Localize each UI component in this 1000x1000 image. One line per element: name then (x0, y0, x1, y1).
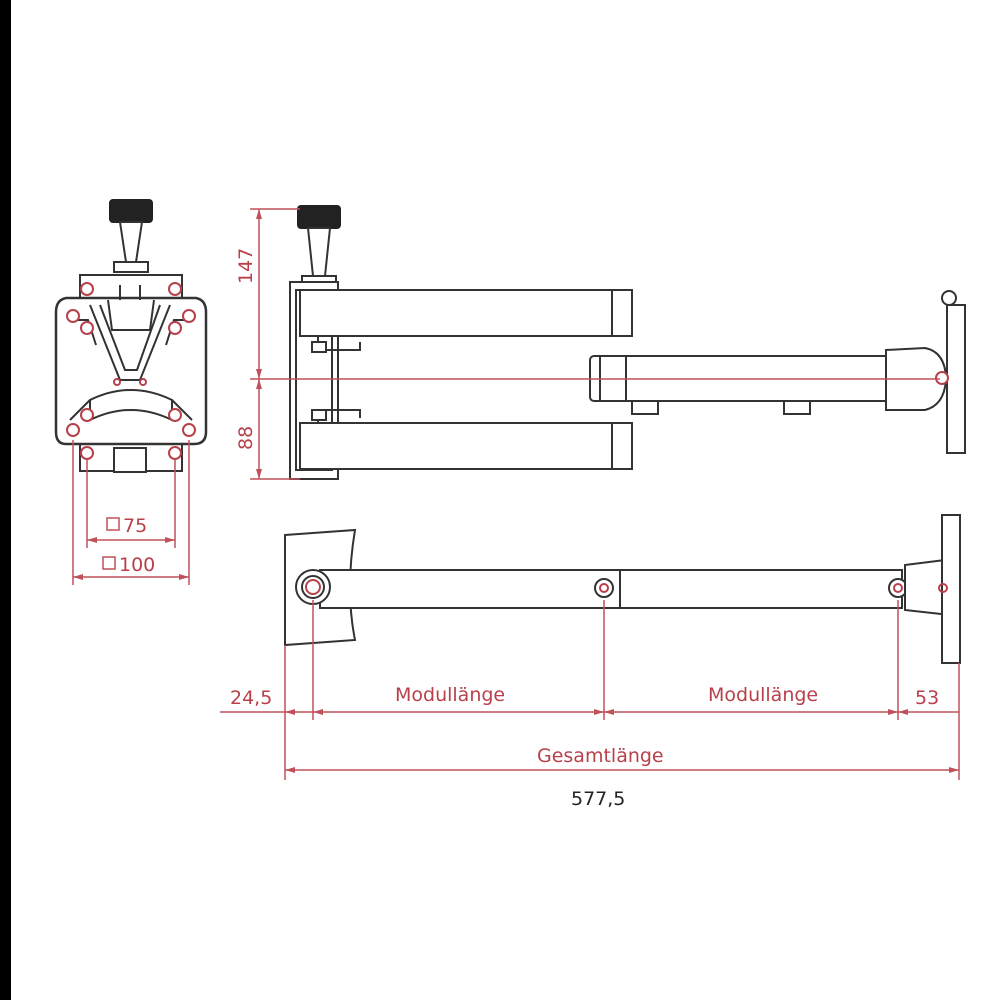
module-length-label-2: Modullänge (708, 684, 818, 706)
height-bottom-label: 88 (235, 426, 257, 450)
arm-segment-2 (619, 569, 903, 609)
module-length-label-1: Modullänge (395, 684, 505, 706)
hole-icon (168, 321, 182, 335)
total-length-value: 577,5 (571, 788, 625, 810)
hole-icon (80, 321, 94, 335)
lower-arm (299, 422, 613, 470)
arm-segment-1 (319, 569, 621, 609)
offset-left-label: 24,5 (230, 687, 272, 709)
vesa-large-label: 100 (119, 554, 155, 576)
front-view (54, 199, 208, 473)
top-view-holes (305, 579, 948, 595)
top-view (284, 514, 961, 664)
vesa-small-label: 75 (123, 515, 147, 537)
side-view (289, 205, 966, 480)
total-length-label: Gesamtlänge (537, 745, 664, 767)
length-dimensions (220, 600, 960, 780)
knob-icon (109, 199, 153, 223)
hole-icon (168, 446, 182, 460)
mounting-holes (66, 282, 196, 460)
hole-icon (80, 282, 94, 296)
hole-icon (66, 423, 80, 437)
hole-icon (182, 423, 196, 437)
hole-icon (168, 282, 182, 296)
knob-icon (297, 205, 341, 229)
hole-icon (66, 309, 80, 323)
hole-icon (80, 446, 94, 460)
hole-icon (139, 378, 147, 386)
hole-icon (80, 408, 94, 422)
height-top-label: 147 (235, 248, 257, 284)
hole-icon (168, 408, 182, 422)
monitor-plate (946, 304, 966, 454)
height-dimensions (250, 208, 940, 480)
hole-icon (113, 378, 121, 386)
left-frame-bar (0, 0, 11, 1000)
offset-right-label: 53 (915, 687, 939, 709)
upper-arm (299, 289, 613, 337)
vesa-dimensions (72, 440, 190, 585)
hole-icon (182, 309, 196, 323)
monitor-plate-top (941, 514, 961, 664)
